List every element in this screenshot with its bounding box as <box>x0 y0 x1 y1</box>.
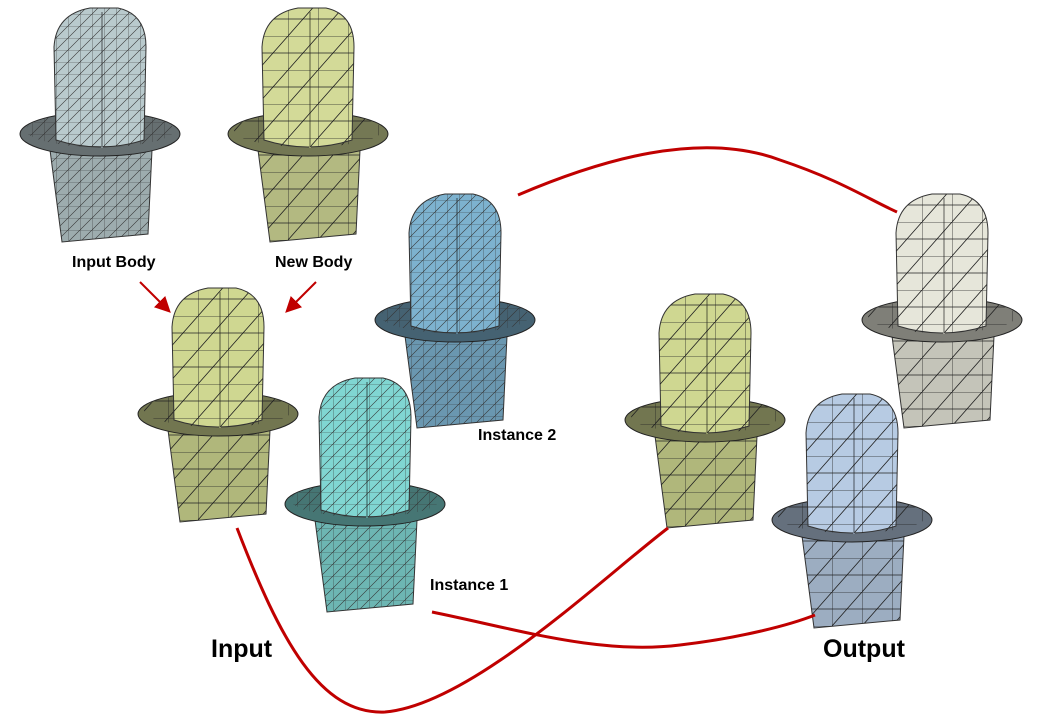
connector-instance2-to-output <box>517 146 898 214</box>
base-mesh <box>50 150 152 242</box>
instance-2-model <box>374 193 536 429</box>
arrow-input-body <box>139 281 171 313</box>
upper-mesh <box>659 294 751 433</box>
output-yellow-model <box>624 293 786 529</box>
instance-1-model <box>284 377 446 613</box>
base-mesh <box>168 430 270 522</box>
combined-body-model <box>137 287 299 523</box>
upper-mesh <box>172 288 264 427</box>
base-mesh <box>258 150 360 242</box>
base-mesh <box>802 536 904 628</box>
base-mesh <box>405 336 507 428</box>
label-instance-2: Instance 2 <box>478 427 557 444</box>
label-input-body: Input Body <box>72 254 156 271</box>
connectors <box>139 146 898 714</box>
base-mesh <box>315 520 417 612</box>
output-white-model <box>861 193 1023 429</box>
upper-mesh <box>806 394 898 533</box>
upper-mesh <box>409 194 501 333</box>
new-body-model <box>227 7 389 243</box>
upper-mesh <box>319 378 411 517</box>
output-blue-model <box>771 393 933 629</box>
label-input: Input <box>211 635 273 663</box>
label-output: Output <box>823 635 905 663</box>
upper-mesh <box>262 8 354 147</box>
connector-instance1-to-output-blue <box>431 610 816 649</box>
label-new-body: New Body <box>275 254 353 271</box>
arrow-new-body <box>285 281 317 313</box>
base-mesh <box>655 436 757 528</box>
connector-input-to-output-yellow <box>235 526 669 714</box>
upper-mesh <box>896 194 988 333</box>
input-body-model <box>19 7 181 243</box>
label-instance-1: Instance 1 <box>430 577 509 594</box>
upper-mesh <box>54 8 146 147</box>
base-mesh <box>892 336 994 428</box>
parts-layer <box>19 7 1023 629</box>
